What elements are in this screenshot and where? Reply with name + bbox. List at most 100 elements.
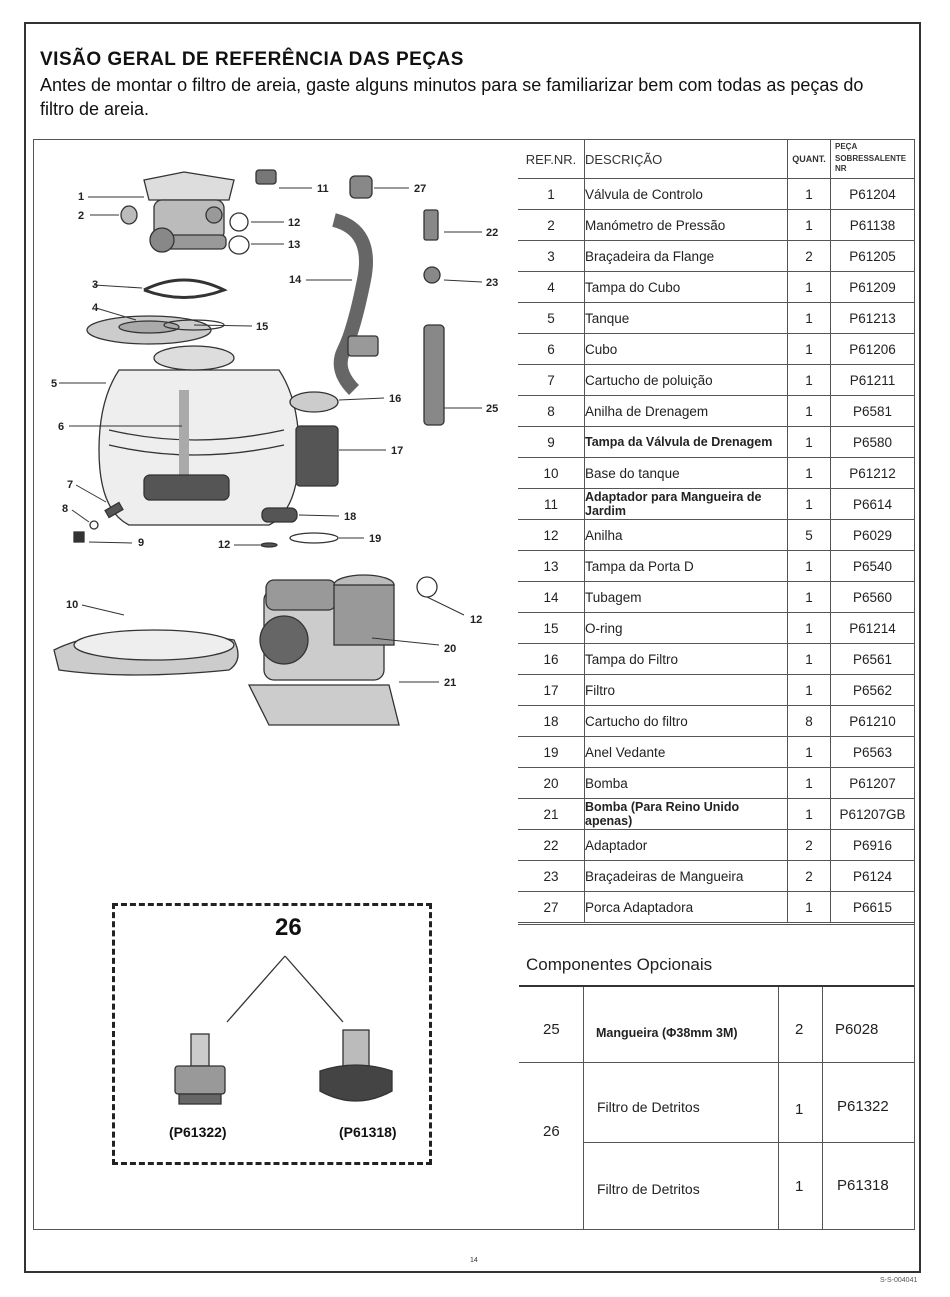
table-cell-ref: 14 (518, 582, 585, 612)
table-cell-qty: 1 (788, 210, 831, 240)
table-cell-ref: 17 (518, 675, 585, 705)
opt-row25-desc: Mangueira (Φ38mm 3M) (596, 1026, 738, 1040)
header-qty: QUANT. (788, 140, 831, 178)
svg-text:12: 12 (288, 217, 300, 229)
table-cell-ref: 10 (518, 458, 585, 488)
svg-text:25: 25 (486, 403, 498, 415)
opt-row26b-part: P61318 (837, 1177, 889, 1194)
table-cell-desc: Base do tanque (585, 458, 788, 488)
header-part-line1: PEÇA (835, 142, 858, 151)
table-cell-part: P61211 (849, 372, 896, 388)
table-cell-part: P61138 (849, 217, 896, 233)
table-cell-ref: 7 (518, 365, 585, 395)
svg-text:9: 9 (138, 537, 144, 549)
table-cell-ref: 21 (518, 799, 585, 829)
table-cell-ref: 18 (518, 706, 585, 736)
opt-row26a-desc: Filtro de Detritos (597, 1099, 700, 1115)
table-cell-part: P61213 (849, 310, 896, 326)
table-cell-desc: Bomba (585, 768, 788, 798)
table-cell-desc: Válvula de Controlo (585, 179, 788, 209)
header-part: PEÇA SOBRESSALENTE NR (831, 140, 914, 178)
table-cell-part: P61209 (849, 279, 896, 295)
svg-text:6: 6 (58, 421, 64, 433)
optional-parts-box: 26 (P61322) (P61318) (112, 903, 432, 1165)
table-bottom-line (518, 924, 914, 925)
table-cell-qty: 1 (788, 613, 831, 643)
svg-text:2: 2 (78, 210, 84, 222)
table-cell-desc: Tampa do Filtro (585, 644, 788, 674)
opt-row26a-qty: 1 (795, 1101, 804, 1118)
table-cell-desc: Tampa da Válvula de Drenagem (585, 427, 788, 457)
table-cell-qty: 1 (788, 768, 831, 798)
table-cell-ref: 15 (518, 613, 585, 643)
table-header: REF.NR. DESCRIÇÃO QUANT. PEÇA SOBRESSALE… (518, 140, 914, 179)
optional-box-drawing (174, 955, 393, 1105)
table-cell-ref: 19 (518, 737, 585, 767)
svg-text:16: 16 (389, 393, 401, 405)
svg-text:19: 19 (369, 533, 381, 545)
table-cell-ref: 3 (518, 241, 585, 271)
table-cell-part: P61204 (849, 186, 896, 202)
table-cell-desc: Braçadeiras de Mangueira (585, 861, 788, 891)
table-cell-ref: 27 (518, 892, 585, 922)
optional-box-number: 26 (275, 914, 302, 941)
table-cell-part: P6614 (852, 496, 893, 512)
page-number: 14 (470, 1257, 478, 1264)
table-cell-desc: O-ring (585, 613, 788, 643)
table-cell-desc: Adaptador (585, 830, 788, 860)
table-cell-desc: Braçadeira da Flange (585, 241, 788, 271)
table-cell-qty: 5 (788, 520, 831, 550)
content-frame (33, 139, 915, 1230)
svg-text:11: 11 (317, 183, 329, 195)
svg-text:3: 3 (92, 279, 98, 291)
svg-text:13: 13 (288, 239, 300, 251)
table-cell-part: P61212 (849, 465, 896, 481)
table-cell-part: P6563 (852, 744, 893, 760)
table-cell-desc: Anel Vedante (585, 737, 788, 767)
svg-text:17: 17 (391, 445, 403, 457)
table-cell-desc: Bomba (Para Reino Unido apenas) (585, 799, 788, 829)
table-cell-desc: Porca Adaptadora (585, 892, 788, 922)
table-cell-part: P6561 (852, 651, 893, 667)
table-cell-ref: 13 (518, 551, 585, 581)
svg-text:27: 27 (414, 183, 426, 195)
table-cell-part: P6029 (852, 527, 893, 543)
svg-text:1: 1 (78, 191, 84, 203)
table-cell-desc: Filtro (585, 675, 788, 705)
svg-text:18: 18 (344, 511, 356, 523)
page-frame (24, 22, 921, 1273)
document-code: S-S-004041 (880, 1277, 918, 1284)
parts-diagram: 1 2 3 4 5 6 7 8 9 10 11 12 13 14 15 16 1… (51, 169, 498, 726)
table-cell-qty: 8 (788, 706, 831, 736)
opt-row26b-qty: 1 (795, 1178, 804, 1195)
svg-text:14: 14 (289, 274, 302, 286)
table-cell-part: P6562 (852, 682, 893, 698)
header-desc: DESCRIÇÃO (585, 140, 788, 178)
table-cell-qty: 1 (788, 427, 831, 457)
svg-text:20: 20 (444, 643, 456, 655)
table-cell-ref: 11 (518, 489, 585, 519)
svg-text:21: 21 (444, 677, 456, 689)
opt-row26a-part: P61322 (837, 1098, 889, 1115)
table-cell-qty: 1 (788, 303, 831, 333)
table-cell-part: P6916 (852, 837, 893, 853)
svg-text:12: 12 (470, 614, 482, 626)
table-cell-ref: 1 (518, 179, 585, 209)
table-cell-qty: 1 (788, 892, 831, 922)
table-cell-qty: 1 (788, 737, 831, 767)
table-cell-part: P6540 (852, 558, 893, 574)
table-cell-desc: Adaptador para Mangueira de Jardim (585, 489, 788, 519)
svg-text:22: 22 (486, 227, 498, 239)
table-cell-qty: 1 (788, 675, 831, 705)
svg-text:12: 12 (218, 539, 230, 551)
table-cell-ref: 4 (518, 272, 585, 302)
